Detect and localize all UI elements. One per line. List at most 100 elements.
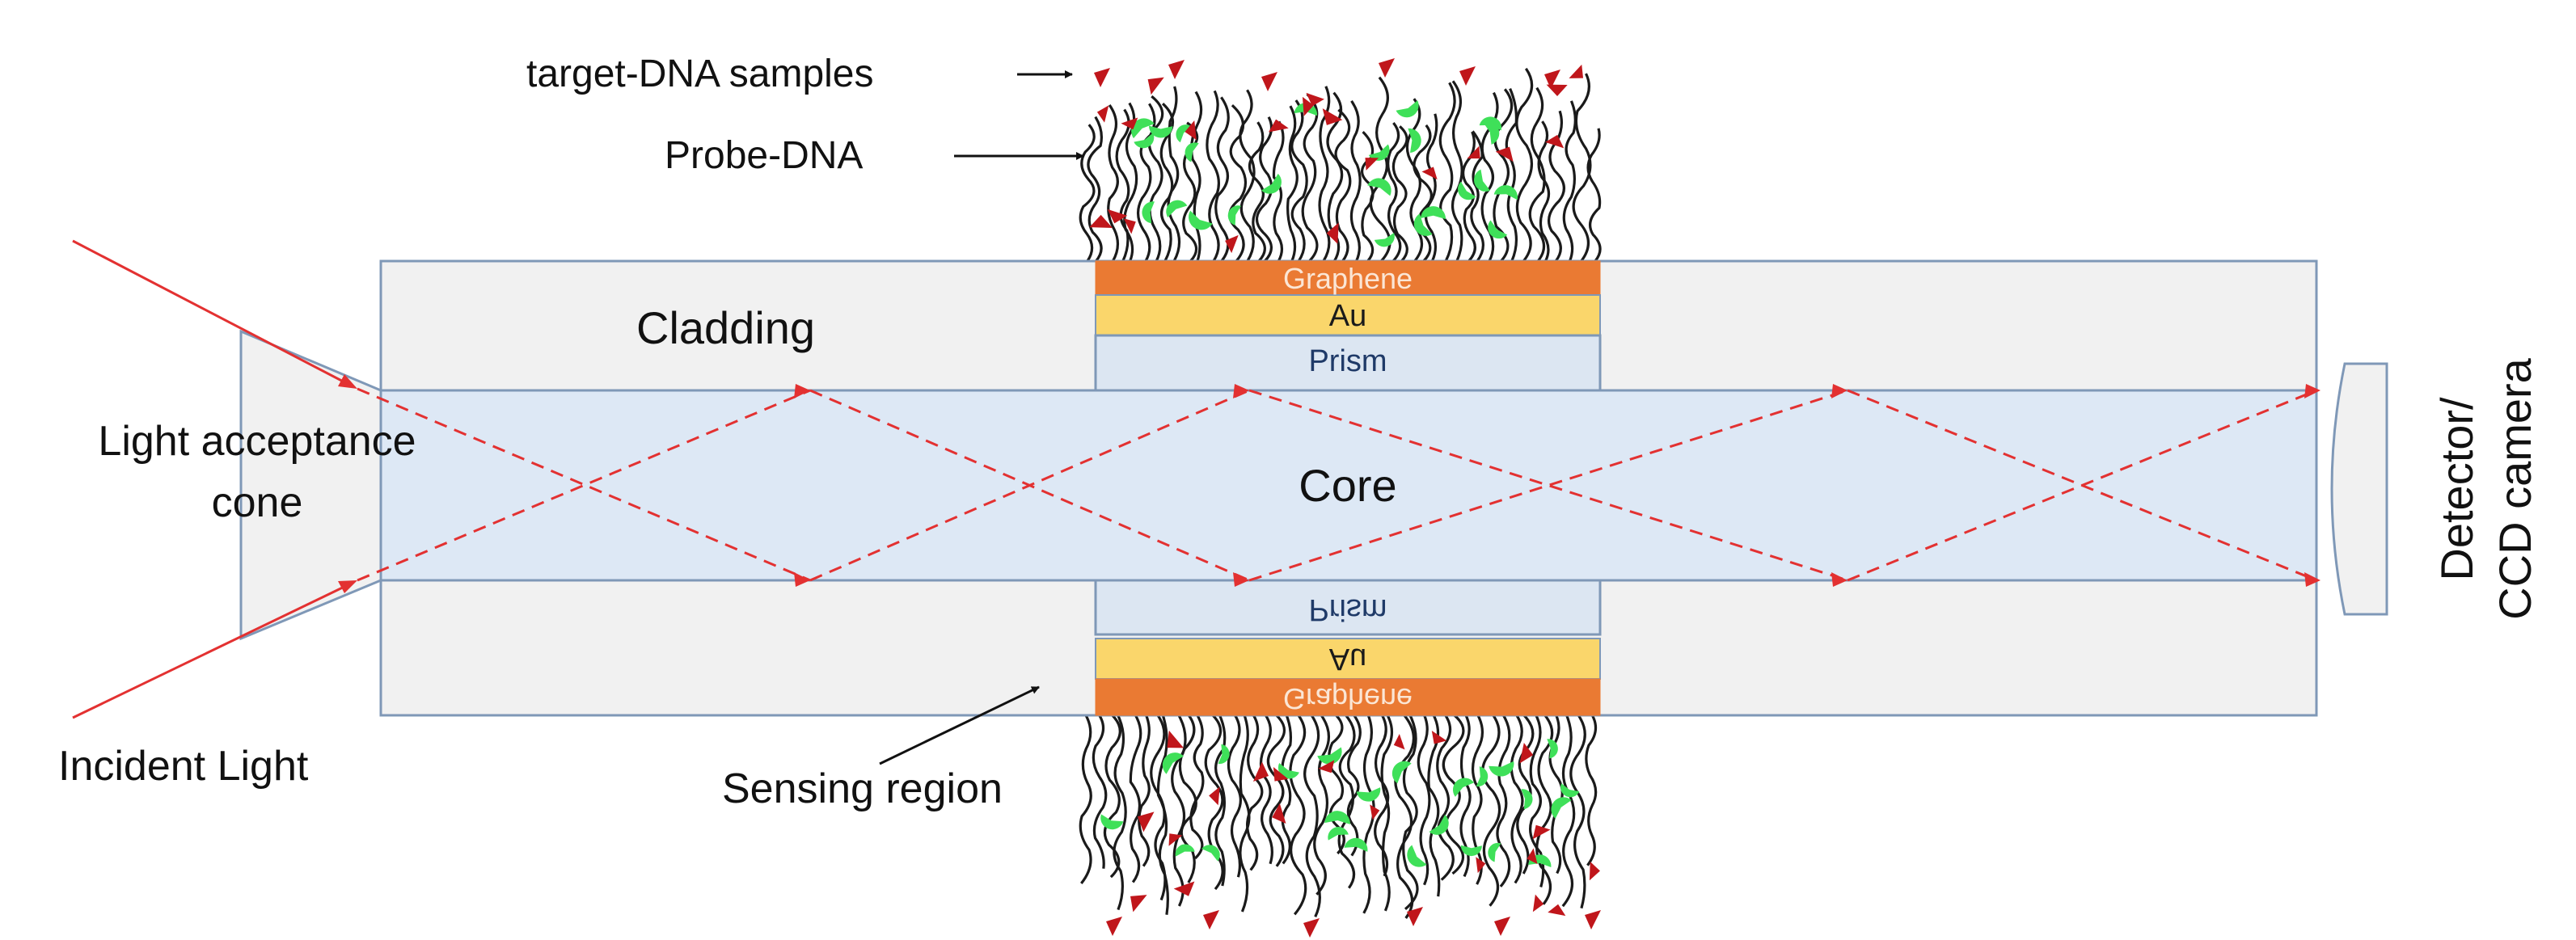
red-wedge-icon [1569, 64, 1584, 78]
incident-ray-upper-arrowhead [338, 374, 357, 389]
probe-dna-strand [1281, 714, 1293, 865]
incident-ray-lower [72, 581, 353, 719]
green-crescent-icon [1277, 763, 1299, 779]
reflected-ray-b-segment [1847, 389, 2317, 582]
reflected-light-rays [357, 384, 2321, 587]
probe-dna-strand [1286, 105, 1299, 262]
probe-dna-strand [1289, 714, 1307, 916]
green-crescent-icon [1201, 845, 1220, 862]
red-wedge-icon [1167, 730, 1185, 748]
green-crescent-icon [1100, 814, 1124, 830]
red-wedge-icon [1494, 917, 1510, 936]
probe-dna-strand [1107, 103, 1119, 262]
ray-arrowhead [1233, 572, 1249, 587]
probe-dna-strand [1167, 86, 1181, 262]
core-label: Core [1299, 460, 1396, 511]
green-crescent-icon [1560, 783, 1580, 798]
probe-dna-strand [1537, 120, 1551, 262]
green-crescent-icon [1374, 233, 1395, 247]
red-wedge-icon [1407, 907, 1423, 926]
probe-dna-cluster-top [1079, 64, 1602, 263]
red-wedge-icon [1273, 767, 1289, 782]
probe-dna-strand [1493, 88, 1514, 263]
probe-dna-strand [1394, 714, 1415, 919]
probe-dna-strand [1147, 95, 1164, 262]
probe-dna-strand [1413, 124, 1433, 263]
green-crescent-icon [1328, 827, 1349, 841]
prism-label-top: Prism [1308, 344, 1387, 378]
incident-ray-lower-arrowhead [338, 580, 357, 593]
red-wedge-icon [1130, 895, 1147, 913]
probe-dna-strand [1239, 714, 1251, 913]
probe-dna-strand [1334, 108, 1352, 262]
detector-label: Detector/ CCD camera [2431, 357, 2540, 619]
probe-dna-strand [1562, 100, 1577, 262]
sensing-region-label: Sensing region [722, 765, 1003, 812]
green-crescent-icon [1551, 797, 1572, 819]
red-wedge-icon [1137, 811, 1155, 833]
red-wedge-icon [1306, 92, 1324, 107]
green-crescent-icon [1547, 739, 1559, 759]
red-wedge-icon [1370, 804, 1380, 820]
red-wedge-icon [1225, 234, 1239, 254]
green-crescent-icon [1218, 744, 1230, 765]
red-wedge-icon [1203, 910, 1219, 929]
green-crescent-icon [1391, 761, 1412, 784]
probe-dna-strand [1436, 714, 1455, 881]
probe-dna-strand [1515, 67, 1534, 263]
probe-dna-strand [1228, 104, 1248, 263]
reflected-ray-b-segment [357, 389, 811, 582]
probe-dna-strand [1103, 714, 1121, 879]
probe-dna-strand [1585, 714, 1598, 866]
graphene-label-bottom: Graphene [1283, 682, 1413, 715]
green-crescent-icon [1452, 778, 1475, 797]
probe-dna-strand [1246, 714, 1264, 871]
green-crescent-icon [1460, 845, 1482, 857]
probe-dna-strand [1259, 714, 1273, 865]
probe-dna-strand [1272, 120, 1285, 262]
red-wedge-icon [1123, 218, 1136, 234]
probe-dna-strand [1138, 714, 1151, 867]
detector-label-line2: CCD camera [2489, 357, 2540, 619]
detector-shape [2330, 362, 2388, 616]
detector-label-line1: Detector/ [2431, 397, 2482, 581]
probe-dna-strand [1427, 714, 1441, 897]
red-wedge-icon [1106, 917, 1122, 936]
red-wedge-icon [1495, 146, 1514, 162]
probe-dna-strand [1402, 714, 1419, 911]
probe-dna-strand [1290, 99, 1308, 262]
probe-dna-strand [1156, 714, 1169, 915]
red-wedge-icon [1303, 918, 1320, 938]
graphene-label-top: Graphene [1283, 262, 1413, 295]
green-crescent-icon [1227, 205, 1241, 226]
red-wedge-icon [1168, 833, 1183, 846]
incident-ray-upper [72, 239, 353, 388]
probe-dna-strand [1442, 714, 1465, 875]
green-crescent-icon [1261, 173, 1282, 194]
prism-layer-bottom [1094, 579, 1602, 636]
red-wedge-icon [1252, 761, 1269, 782]
probe-dna-strand [1214, 96, 1230, 262]
probe-dna-strand [1129, 714, 1142, 883]
red-wedge-icon [1302, 96, 1314, 116]
red-wedge-icon [1209, 786, 1220, 806]
ray-arrowhead [794, 384, 810, 398]
green-crescent-icon [1324, 811, 1350, 824]
red-wedge-icon [1096, 105, 1109, 123]
green-crescent-icon [1175, 844, 1195, 857]
red-wedge-icon [1544, 70, 1560, 89]
red-wedge-icon [1527, 848, 1538, 865]
green-crescent-icon [1367, 178, 1391, 196]
probe-dna-strand [1337, 714, 1356, 889]
graphene-layer-top [1095, 260, 1601, 296]
green-crescent-icon [1185, 142, 1199, 162]
green-crescent-icon [1521, 789, 1533, 810]
probe-dna-strand [1318, 86, 1331, 262]
green-crescent-icon [1368, 144, 1390, 161]
probe-dna-strand [1391, 125, 1408, 263]
gold-label-top: Au [1329, 299, 1366, 333]
red-wedge-icon [1107, 209, 1128, 224]
green-crescent-icon [1166, 200, 1188, 217]
acceptance-cone-label-line1: Light acceptance [98, 418, 416, 465]
